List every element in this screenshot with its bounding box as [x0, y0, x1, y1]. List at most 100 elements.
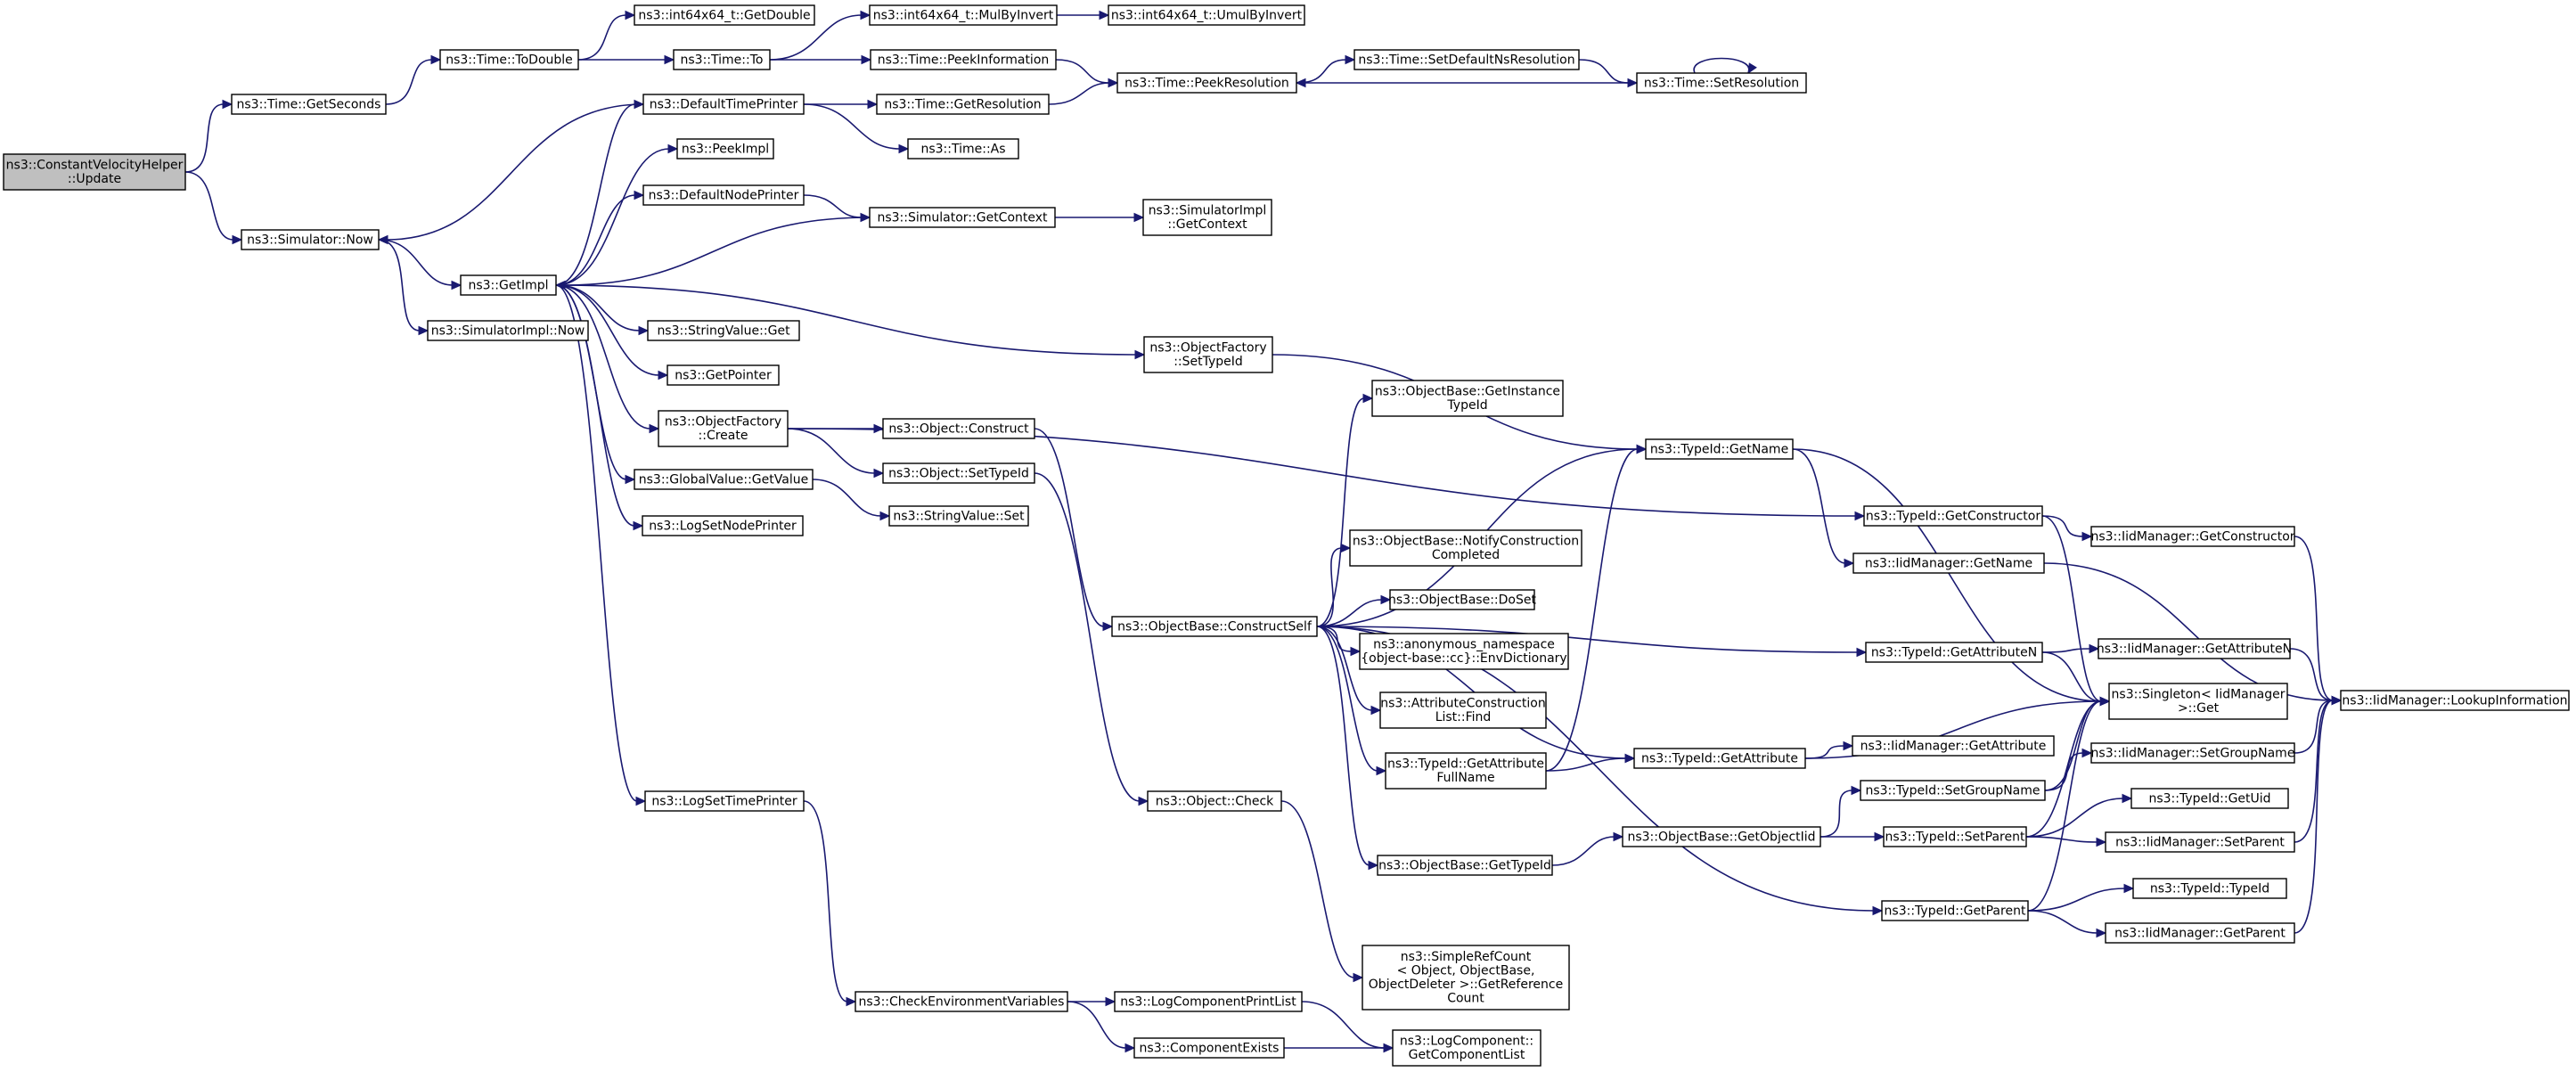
node-singletonget[interactable]: ns3::Singleton< IidManager>::Get — [2108, 683, 2288, 720]
node-objsettypeid[interactable]: ns3::Object::SetTypeId — [882, 462, 1035, 484]
edge-simnow-to-simimplnow — [378, 239, 429, 336]
node-iidgetattribute[interactable]: ns3::IidManager::GetAttribute — [1852, 735, 2055, 757]
node-iidsetgroupname[interactable]: ns3::IidManager::SetGroupName — [2090, 742, 2295, 764]
node-iidgetparent[interactable]: ns3::IidManager::GetParent — [2105, 922, 2295, 944]
node-obconstructself[interactable]: ns3::ObjectBase::ConstructSelf — [1111, 616, 1318, 637]
node-logcompgetlist[interactable]: ns3::LogComponent::GetComponentList — [1392, 1029, 1542, 1067]
node-label: ns3::Object::Construct — [888, 421, 1029, 436]
node-iidgetattributen[interactable]: ns3::IidManager::GetAttributeN — [2097, 638, 2292, 659]
node-timeto[interactable]: ns3::Time::To — [673, 49, 771, 70]
node-compexists[interactable]: ns3::ComponentExists — [1133, 1037, 1285, 1059]
node-getdouble[interactable]: ns3::int64x64_t::GetDouble — [634, 4, 815, 26]
edge-arrowhead — [1108, 78, 1119, 88]
node-strvalget[interactable]: ns3::StringValue::Get — [647, 320, 800, 341]
node-todouble[interactable]: ns3::Time::ToDouble — [439, 49, 579, 70]
node-logsettimeprinter[interactable]: ns3::LogSetTimePrinter — [644, 790, 805, 812]
node-label: ns3::IidManager::GetConstructor — [2090, 529, 2294, 544]
node-label: ns3::int64x64_t::GetDouble — [638, 8, 810, 22]
node-peekres[interactable]: ns3::Time::PeekResolution — [1116, 72, 1297, 94]
node-simimplnow[interactable]: ns3::SimulatorImpl::Now — [427, 320, 589, 341]
node-tidgetparent[interactable]: ns3::TypeId::GetParent — [1881, 900, 2029, 921]
node-getseconds[interactable]: ns3::Time::GetSeconds — [231, 94, 387, 115]
edge-arrowhead — [1376, 765, 1387, 776]
node-tidgetname[interactable]: ns3::TypeId::GetName — [1645, 438, 1794, 460]
edge-getimpl-to-logsetnodeprinter — [555, 284, 644, 531]
edge-line — [2025, 700, 2102, 838]
node-tidgetattributen[interactable]: ns3::TypeId::GetAttributeN — [1865, 642, 2043, 663]
node-ofcreate[interactable]: ns3::ObjectFactory::Create — [658, 410, 789, 447]
node-simgetcontext[interactable]: ns3::Simulator::GetContext — [869, 207, 1056, 228]
node-box — [1133, 1037, 1285, 1059]
node-setres[interactable]: ns3::Time::SetResolution — [1636, 72, 1807, 94]
node-iidsetparent[interactable]: ns3::IidManager::SetParent — [2105, 831, 2295, 853]
node-objcheck[interactable]: ns3::Object::Check — [1147, 790, 1282, 812]
node-box — [1860, 780, 2046, 801]
node-tidsetgroupname[interactable]: ns3::TypeId::SetGroupName — [1860, 780, 2046, 801]
node-logcompprintlist[interactable]: ns3::LogComponentPrintList — [1114, 991, 1303, 1012]
edge-tidgetattrfullname-to-tidgetattribute — [1545, 753, 1636, 772]
node-deftimeprinter[interactable]: ns3::DefaultTimePrinter — [642, 94, 805, 115]
node-label: < Object, ObjectBase, — [1397, 964, 1535, 978]
edge-line — [812, 479, 882, 517]
node-label: ns3::StringValue::Set — [893, 509, 1025, 523]
node-strvalset[interactable]: ns3::StringValue::Set — [888, 505, 1029, 527]
edge-arrowhead — [1350, 646, 1362, 657]
edge-line — [1545, 757, 1627, 772]
edge-tidgetattributen-to-iidgetattributen — [2041, 643, 2100, 654]
node-obnotify[interactable]: ns3::ObjectBase::NotifyConstructionCompl… — [1349, 529, 1582, 567]
node-update[interactable]: ns3::ConstantVelocityHelper::Update — [3, 153, 186, 191]
edge-line — [1316, 626, 1353, 652]
node-setdefres[interactable]: ns3::Time::SetDefaultNsResolution — [1353, 49, 1580, 70]
node-simplerefcount[interactable]: ns3::SimpleRefCount< Object, ObjectBase,… — [1362, 945, 1570, 1011]
node-checkenvvars[interactable]: ns3::CheckEnvironmentVariables — [855, 991, 1068, 1012]
node-simimplgetcontext[interactable]: ns3::SimulatorImpl::GetContext — [1142, 199, 1272, 236]
node-timeas[interactable]: ns3::Time::As — [907, 138, 1019, 160]
node-box — [634, 4, 815, 26]
node-label: ns3::IidManager::GetName — [1865, 556, 2032, 570]
node-label: ns3::IidManager::SetGroupName — [2091, 746, 2295, 760]
node-label: ns3::ConstantVelocityHelper — [6, 159, 184, 173]
node-obgetobjectiid[interactable]: ns3::ObjectBase::GetObjectIid — [1622, 826, 1821, 847]
node-box — [855, 991, 1068, 1012]
edge-tidgetattrfullname-to-tidgetname — [1545, 444, 1648, 772]
node-gvgetvalue[interactable]: ns3::GlobalValue::GetValue — [634, 469, 814, 490]
node-getimpl[interactable]: ns3::GetImpl — [460, 274, 557, 296]
node-mulbyinvert[interactable]: ns3::int64x64_t::MulByInvert — [869, 4, 1058, 26]
node-peekinfo[interactable]: ns3::Time::PeekInformation — [870, 49, 1057, 70]
node-iidgetconstructor[interactable]: ns3::IidManager::GetConstructor — [2090, 526, 2295, 547]
node-obdoset[interactable]: ns3::ObjectBase::DoSet — [1388, 589, 1536, 610]
node-obgettypeid[interactable]: ns3::ObjectBase::GetTypeId — [1377, 855, 1553, 876]
node-iidgetname[interactable]: ns3::IidManager::GetName — [1852, 552, 2045, 574]
edge-getres-to-peekres — [1048, 78, 1119, 105]
node-tidgetconstructor[interactable]: ns3::TypeId::GetConstructor — [1863, 505, 2043, 527]
node-getres[interactable]: ns3::Time::GetResolution — [876, 94, 1050, 115]
edge-simgetcontext-to-getimpl — [554, 217, 871, 291]
node-simnow[interactable]: ns3::Simulator::Now — [241, 229, 380, 250]
node-logsetnodeprinter[interactable]: ns3::LogSetNodePrinter — [642, 515, 804, 536]
node-tidgetuid[interactable]: ns3::TypeId::GetUid — [2130, 788, 2289, 809]
node-umulbyinvert[interactable]: ns3::int64x64_t::UmulByInvert — [1108, 4, 1305, 26]
node-iidlookup[interactable]: ns3::IidManager::LookupInformation — [2340, 690, 2570, 711]
node-tidgetattribute[interactable]: ns3::TypeId::GetAttribute — [1633, 748, 1806, 769]
node-box — [1863, 505, 2043, 527]
node-tidsetparent[interactable]: ns3::TypeId::SetParent — [1883, 826, 2027, 847]
node-tidtypeid[interactable]: ns3::TypeId::TypeId — [2132, 878, 2287, 899]
node-ofsettypeid[interactable]: ns3::ObjectFactory::SetTypeId — [1143, 336, 1273, 373]
edge-line — [555, 284, 638, 802]
node-anonenvdict[interactable]: ns3::anonymous_namespace{object-base::cc… — [1359, 633, 1569, 670]
node-label: {object-base::cc}::EnvDictionary — [1361, 651, 1566, 666]
node-label: ns3::int64x64_t::UmulByInvert — [1111, 8, 1303, 22]
node-objconstruct[interactable]: ns3::Object::Construct — [882, 418, 1035, 439]
node-peekimpl[interactable]: ns3::PeekImpl — [676, 138, 774, 160]
node-box — [1622, 826, 1821, 847]
node-getpointer[interactable]: ns3::GetPointer — [666, 364, 780, 386]
node-box — [1143, 336, 1273, 373]
edge-deftimeprinter-to-getres — [804, 99, 879, 110]
edge-line — [1316, 599, 1383, 627]
node-label: FullName — [1436, 771, 1494, 785]
node-defnodeprinter[interactable]: ns3::DefaultNodePrinter — [642, 184, 805, 206]
